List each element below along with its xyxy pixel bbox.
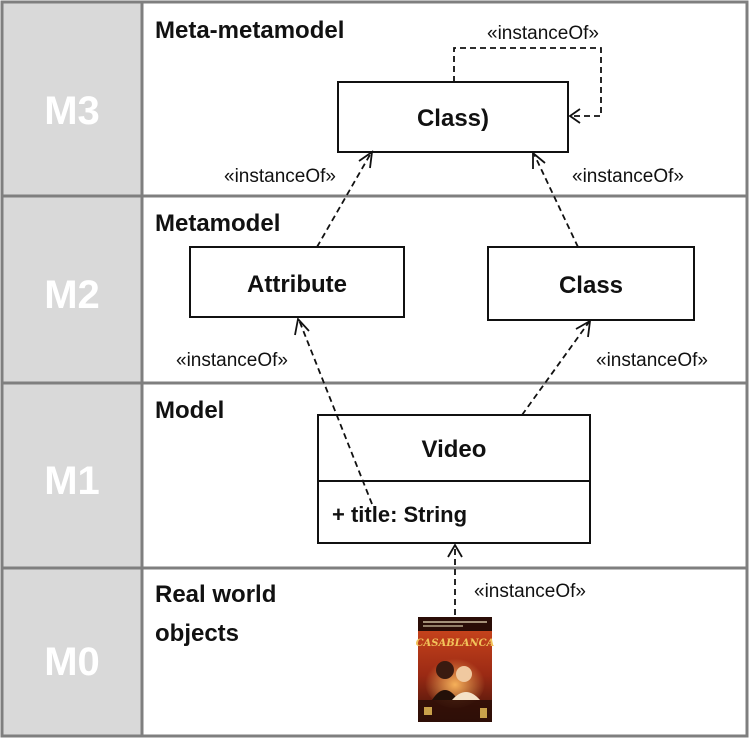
video-instanceof-arrow [521, 321, 590, 416]
attribute-arrowhead [358, 150, 374, 169]
m1-video-label: Video [422, 436, 487, 463]
video-arrowhead [575, 319, 592, 338]
heading-metamodel: Metamodel [155, 210, 280, 237]
m2-class-box [487, 246, 695, 321]
m2-class-instanceof-label: «instanceOf» [572, 166, 684, 187]
title-attribute-arrowhead [294, 317, 310, 336]
m2-class-label: Class [559, 272, 623, 299]
m2-class-instanceof-arrow [533, 153, 579, 248]
heading-real-world-line-1: Real world [155, 581, 276, 608]
layer-m3-band [3, 3, 142, 196]
title-attribute-instanceof-arrow [298, 319, 373, 505]
m3-class-box [337, 81, 569, 153]
m3-self-arrowhead [568, 108, 581, 124]
poster-instanceof-label: «instanceOf» [474, 581, 586, 602]
poster-arrowhead [447, 543, 463, 558]
layer-m2-band [3, 196, 142, 383]
layer-label-m3: M3 [44, 89, 100, 133]
layer-label-m2: M2 [44, 273, 100, 317]
heading-model: Model [155, 397, 224, 424]
m2-attribute-box [189, 246, 405, 318]
m3-class-label: Class) [417, 105, 489, 132]
heading-meta-metamodel: Meta-metamodel [155, 17, 344, 44]
title-attribute-instanceof-label: «instanceOf» [176, 350, 288, 371]
m2-attribute-label: Attribute [247, 271, 347, 298]
heading-real-world-line-2: objects [155, 620, 239, 647]
layer-m0-band [3, 568, 142, 735]
movie-poster-icon: CASABLANCA [416, 617, 495, 722]
svg-text:CASABLANCA: CASABLANCA [416, 638, 495, 649]
layer-m1-band [3, 383, 142, 568]
attribute-instanceof-label: «instanceOf» [224, 166, 336, 187]
layer-label-m1: M1 [44, 459, 100, 503]
m1-video-box [317, 414, 591, 544]
video-instanceof-label: «instanceOf» [596, 350, 708, 371]
layer-label-m0: M0 [44, 640, 100, 684]
m2-class-arrowhead [532, 151, 546, 169]
m3-self-instanceof-label: «instanceOf» [487, 23, 599, 44]
m3-self-instanceof-arrow [453, 47, 602, 117]
attribute-instanceof-arrow [316, 152, 372, 248]
m1-video-attribute: + title: String [332, 502, 467, 527]
